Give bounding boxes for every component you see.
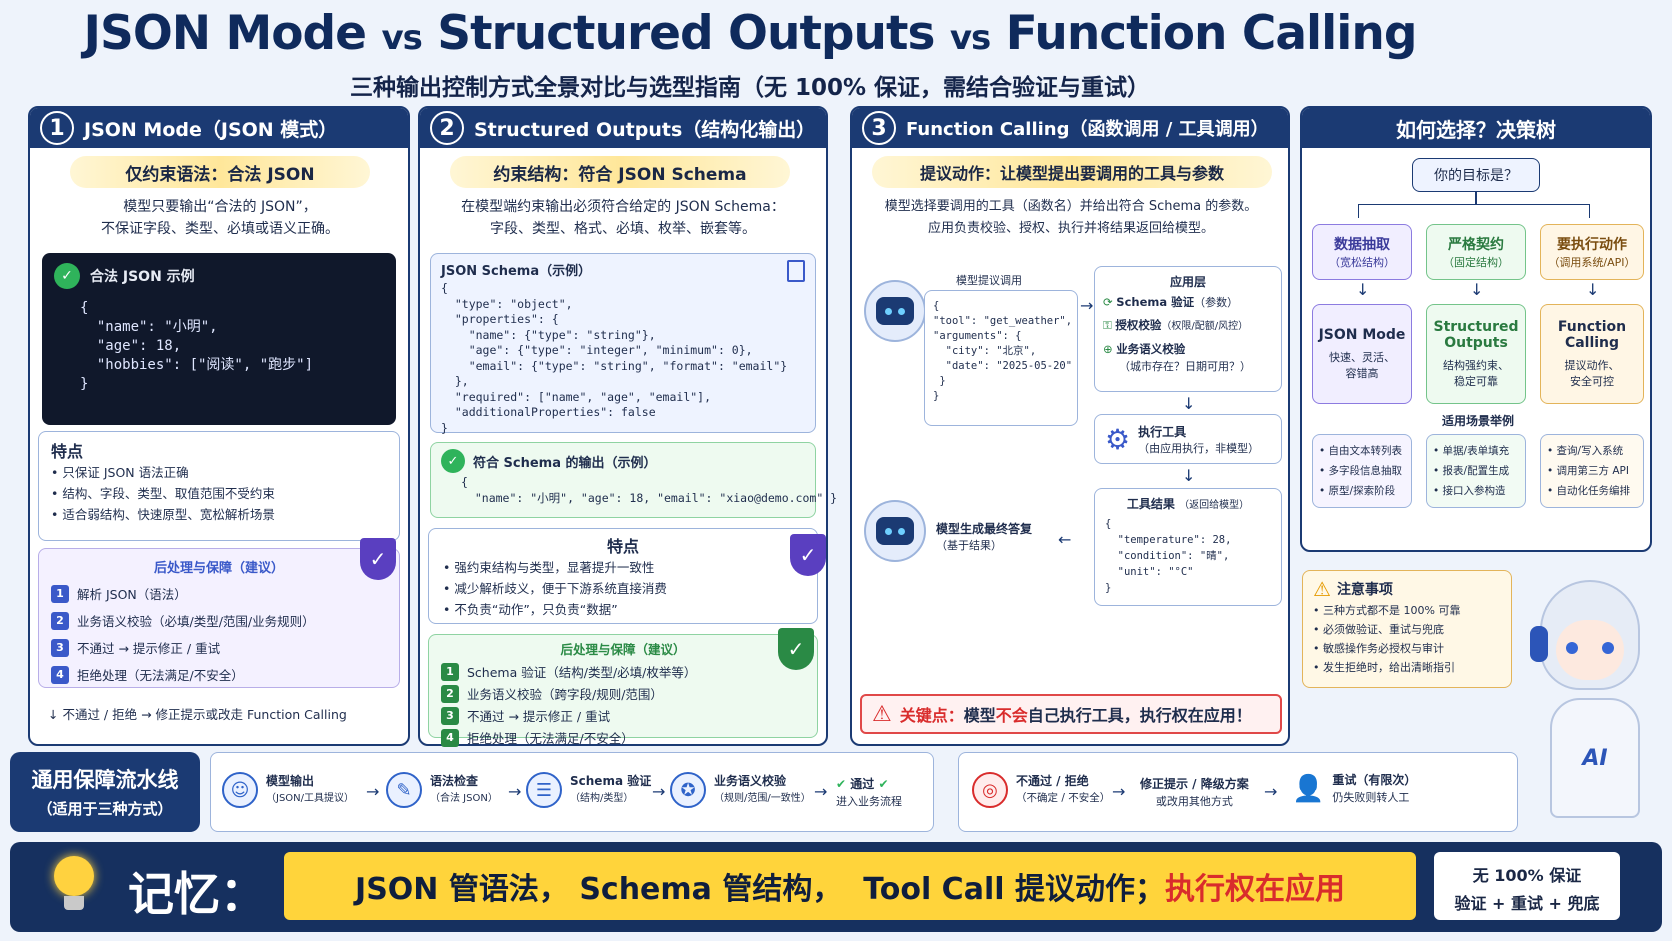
decision-root: 你的目标是？ <box>1412 158 1540 192</box>
lock-icon: ⊕ <box>1103 342 1113 356</box>
memo-content: JSON 管语法， Schema 管结构， Tool Call 提议动作；执行权… <box>284 852 1416 920</box>
warning-icon: ⚠ <box>872 701 892 727</box>
check-icon: ✓ <box>441 449 465 473</box>
refresh-icon: ⟳ <box>1103 295 1113 309</box>
json-mode-highlight: 仅约束语法：合法 JSON <box>70 156 370 188</box>
pipeline-step-schema: ☰Schema 验证（结构/类型） <box>526 772 651 808</box>
goal-data-extraction: 数据抽取（宽松结构） <box>1312 224 1412 280</box>
tool-proposal-code: { "tool": "get_weather", "arguments": { … <box>933 300 1073 402</box>
function-calling-highlight: 提议动作：让模型提出要调用的工具与参数 <box>872 156 1272 188</box>
arrow-down-icon: ↓ <box>1182 394 1196 413</box>
schema-code: { "type": "object", "properties": { "nam… <box>441 281 788 435</box>
check-icon: ✔ <box>878 777 889 791</box>
final-answer-label: 模型生成最终答复 （基于结果） <box>936 522 1033 552</box>
decision-tree-header: 如何选择？决策树 <box>1302 108 1650 148</box>
pipeline-fail-track <box>958 752 1518 832</box>
lightbulb-icon <box>48 856 100 916</box>
json-example-code: { "name": "小明", "age": 18, "hobbies": ["… <box>80 300 314 392</box>
pipeline-label: 通用保障流水线 （适用于三种方式） <box>10 752 200 832</box>
check-icon: ✓ <box>54 263 80 289</box>
ai-mascot-image: AI <box>1520 580 1660 830</box>
schema-example-card: JSON Schema（示例） { "type": "object", "pro… <box>430 253 816 435</box>
scene-list-1: 自由文本转列表多字段信息抽取原型/探索阶段 <box>1312 434 1412 508</box>
arrow-down-icon: ↓ <box>1182 466 1196 485</box>
scene-list-3: 查询/写入系统调用第三方 API自动化任务编排 <box>1540 434 1644 508</box>
function-calling-desc: 模型选择要调用的工具（函数名）并给出符合 Schema 的参数。应用负责校验、授… <box>884 199 1258 236</box>
robot-icon <box>864 280 926 342</box>
shield-icon: ✓ <box>778 628 814 670</box>
arrow-right-icon: → <box>1080 296 1094 315</box>
chat-icon: ☺ <box>222 772 258 808</box>
warning-icon: ⚠ <box>1313 577 1331 601</box>
tool-result-box: 工具结果 （返回给模型） { "temperature": 28, "condi… <box>1094 488 1282 606</box>
memo-label: 记忆： <box>128 867 266 921</box>
schema-output-card: ✓ 符合 Schema 的输出（示例） { "name": "小明", "age… <box>430 442 838 518</box>
json-mode-desc: 模型只要输出“合法的 JSON”，不保证字段、类型、必填或语义正确。 <box>101 199 339 237</box>
pipeline-step-retry: 👤重试（有限次）仍失败则转人工 <box>1292 773 1417 804</box>
pipeline-step-model-output: ☺模型输出（JSON/工具提议） <box>222 772 354 808</box>
execute-tool-box: ⚙ 执行工具（由应用执行，非模型） <box>1094 414 1282 464</box>
shield-icon: ✓ <box>360 538 396 580</box>
gear-icon: ⚙ <box>1105 422 1131 456</box>
mascot-badge: AI <box>1582 745 1608 771</box>
pipeline-step-syntax-check: ✎语法检查（合法 JSON） <box>386 772 498 808</box>
pipeline-step-fix: 修正提示 / 降级方案或改用其他方式 <box>1140 777 1249 808</box>
document-icon <box>787 260 805 282</box>
robot-icon <box>864 500 926 562</box>
memo-side-card: 无 100% 保证 验证 + 重试 + 兜底 <box>1434 852 1620 920</box>
pipeline-step-reject: ◎不通过 / 拒绝（不确定 / 不安全） <box>972 772 1110 808</box>
pipeline-step-pass: ✔ 通过 ✔进入业务流程 <box>836 777 902 808</box>
decision-lines <box>1358 204 1590 218</box>
schema-output-code: { "name": "小明", "age": 18, "email": "xia… <box>461 475 838 505</box>
key-point-banner: ⚠ 关键点：模型不会自己执行工具，执行权在应用！ <box>860 694 1282 734</box>
person-icon: 👤 <box>1292 773 1325 804</box>
scenes-label: 适用场景举例 <box>1441 414 1514 428</box>
goal-execute-action: 要执行动作（调用系统/API） <box>1540 224 1644 280</box>
structured-outputs-highlight: 约束结构：符合 JSON Schema <box>450 156 790 188</box>
decision-tree-panel: 如何选择？决策树 你的目标是？ 数据抽取（宽松结构） 严格契约（固定结构） 要执… <box>1300 106 1652 552</box>
target-icon: ◎ <box>972 772 1008 808</box>
shield-icon: ✓ <box>790 534 826 576</box>
arrow-left-icon: ← <box>1058 530 1072 549</box>
badge-icon: ✪ <box>670 772 706 808</box>
pipeline-pass-track <box>210 752 934 832</box>
structured-outputs-desc: 在模型端约束输出必须符合给定的 JSON Schema：字段、类型、格式、必填、… <box>461 199 785 237</box>
pipeline-step-semantic: ✪业务语义校验（规则/范围/一致性） <box>670 772 811 808</box>
document-icon: ☰ <box>526 772 562 808</box>
tool-result-code: { "temperature": 28, "condition": "晴", "… <box>1105 518 1232 594</box>
structured-outputs-features: 特点 强约束结构与类型，显著提升一致性 减少解析歧义，便于下游系统直接消费 不负… <box>428 528 818 624</box>
json-example-card: ✓ 合法 JSON 示例 { "name": "小明", "age": 18, … <box>42 253 396 425</box>
page-title: JSON Mode vs Structured Outputs vs Funct… <box>83 6 1417 61</box>
tool-proposal-label: 模型提议调用 <box>952 272 1026 288</box>
json-mode-footer: ↓ 不通过 / 拒绝 → 修正提示或改走 Function Calling <box>48 707 347 722</box>
page-subtitle: 三种输出控制方式全景对比与选型指南（无 100% 保证，需结合验证与重试） <box>349 75 1151 101</box>
scene-list-2: 单据/表单填充报表/配置生成接口入参构造 <box>1426 434 1526 508</box>
notes-card: ⚠注意事项 三种方式都不是 100% 可靠必须做验证、重试与兜底敏感操作务必授权… <box>1302 570 1512 688</box>
checklist-icon: ✎ <box>386 772 422 808</box>
check-icon: ✔ <box>836 777 847 791</box>
json-mode-features: 特点 只保证 JSON 语法正确 结构、字段、类型、取值范围不受约束 适合弱结构… <box>38 431 400 541</box>
goal-strict-contract: 严格契约（固定结构） <box>1426 224 1526 280</box>
tool-proposal-box: { "tool": "get_weather", "arguments": { … <box>924 290 1078 426</box>
app-layer-box: 应用层 ⟳ Schema 验证（参数） ⚿ 授权校验（权限/配额/风控） ⊕ 业… <box>1094 266 1282 392</box>
key-icon: ⚿ <box>1103 318 1112 332</box>
